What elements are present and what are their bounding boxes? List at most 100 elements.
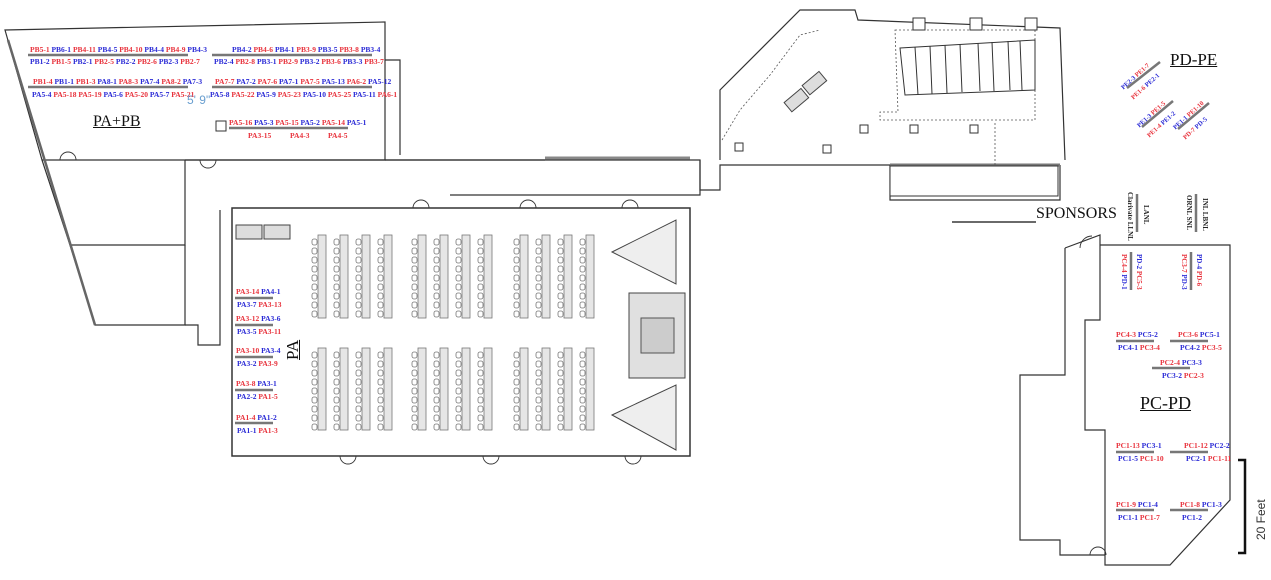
booth-id: PA5-13 (319, 77, 345, 86)
booth-id: PA5-25 (326, 90, 352, 99)
booth-label: PC4-3 PC5-2 (1116, 330, 1158, 339)
booth-id: PB3-8 (337, 45, 359, 54)
booth-id: PD-2 (1135, 254, 1143, 270)
booth-id: PA5-4 (32, 90, 52, 99)
booth-id: PC2-4 (1160, 358, 1180, 367)
booth-label: PC4-4 PD-1 (1120, 254, 1128, 290)
booth-id: PB3-3 (340, 57, 363, 66)
booth-id: PA3-12 (236, 314, 260, 323)
booth-id: PA7-6 (255, 77, 278, 86)
booth-id: PA5-21 (169, 90, 195, 99)
booth-label: PA3-15 (248, 131, 271, 140)
booth-id: PA1-5 (256, 392, 278, 401)
booth-id: PC1-7 (1138, 513, 1160, 522)
booth-id: PA3-7 (237, 300, 257, 309)
booth-id: PB4-1 (273, 45, 295, 54)
booth-id: PA6-2 (344, 77, 367, 86)
booth-id: PA3-14 (236, 287, 260, 296)
booth-id: PB6-1 (49, 45, 72, 54)
booth-label: PB4-2 PB4-6 PB4-1 PB3-9 PB3-5 PB3-8 PB3-… (232, 45, 380, 54)
booth-label: PA5-16 PA5-3 PA5-15 PA5-2 PA5-14 PA5-1 (229, 118, 366, 127)
booth-id: PA5-10 (300, 90, 327, 99)
booth-label: PC2-1 PC1-11 (1186, 454, 1231, 463)
booth-id: PC4-1 (1118, 343, 1138, 352)
booth-id: PC3-7 (1180, 254, 1188, 273)
booth-id: PA1-2 (255, 413, 277, 422)
booth-label: ORNL SNL (1185, 195, 1193, 230)
booth-label: PA3-2 PA3-9 (237, 359, 278, 368)
booth-id: PC4-3 (1116, 330, 1136, 339)
booth-id: PB2-9 (276, 57, 298, 66)
booth-id: PB4-2 (232, 45, 252, 54)
booth-id: PC2-1 (1186, 454, 1206, 463)
booth-label: PC1-2 (1182, 513, 1202, 522)
booth-id: INL LBNL (1201, 198, 1209, 231)
booth-id: PC5-1 (1198, 330, 1220, 339)
booth-id: PB4-11 (71, 45, 96, 54)
booth-label: PB1-2 PB1-5 PB2-1 PB2-5 PB2-2 PB2-6 PB2-… (30, 57, 200, 66)
booth-id: PA5-18 (51, 90, 77, 99)
booth-label: PB5-1 PB6-1 PB4-11 PB4-5 PB4-10 PB4-4 PB… (30, 45, 207, 54)
sponsors-label: SPONSORS (1036, 205, 1117, 222)
booth-id: PA8-1 (95, 77, 117, 86)
booth-id: PA7-1 (277, 77, 299, 86)
booth-id: PC1-10 (1138, 454, 1164, 463)
booth-id: ORNL SNL (1185, 195, 1193, 231)
booth-id: PC5-2 (1136, 330, 1158, 339)
booth-id: PB2-7 (178, 57, 200, 66)
booth-id: PC3-5 (1200, 343, 1222, 352)
booth-label: PB2-4 PB2-8 PB3-1 PB2-9 PB3-2 PB3-6 PB3-… (214, 57, 384, 66)
booth-id: PA5-8 (210, 90, 230, 99)
booth-label: PA1-1 PA1-3 (237, 426, 278, 435)
booth-id: PA3-10 (236, 346, 260, 355)
booth-id: PD-3 (1180, 272, 1188, 290)
booth-id: PD-6 (1195, 269, 1203, 287)
booth-id: PA5-14 (319, 118, 346, 127)
booth-id: PC3-1 (1139, 441, 1162, 450)
booth-id: PA8-3 (116, 77, 139, 86)
booth-id: PC3-6 (1178, 330, 1198, 339)
booth-id: PC3-3 (1180, 358, 1202, 367)
scale-bar-label: 20 Feet (1254, 499, 1268, 540)
booth-id: PB2-5 (92, 57, 114, 66)
booth-label: LANL (1142, 205, 1150, 224)
booth-id: PD-4 (1195, 254, 1203, 270)
booth-label: PA3-8 PA3-1 (236, 379, 277, 388)
booth-id: PA5-11 (351, 90, 376, 99)
booth-id: PB3-5 (316, 45, 338, 54)
booth-id: PB2-4 (214, 57, 234, 66)
booth-label: INL LBNL (1201, 198, 1209, 231)
booth-id: PC1-11 (1206, 454, 1232, 463)
booth-label: PA3-10 PA3-4 (236, 346, 281, 355)
booth-label: PC4-1 PC3-4 (1118, 343, 1160, 352)
booth-label: PA7-7 PA7-2 PA7-6 PA7-1 PA7-5 PA5-13 PA6… (215, 77, 391, 86)
booth-label: PA3-5 PA3-11 (237, 327, 281, 336)
booth-label: PC2-4 PC3-3 (1160, 358, 1202, 367)
booth-id: PC1-3 (1200, 500, 1222, 509)
room-pa-wall (231, 207, 691, 457)
booth-id: PB5-1 (30, 45, 50, 54)
booth-id: PA8-2 (159, 77, 181, 86)
booth-label: Clarivate LLNL (1126, 192, 1134, 241)
booth-id: PB3-9 (294, 45, 316, 54)
booth-label: PA3-7 PA3-13 (237, 300, 282, 309)
booth-id: PB3-7 (362, 57, 384, 66)
booth-label: PA3-14 PA4-1 (236, 287, 281, 296)
booth-label: PC4-2 PC3-5 (1180, 343, 1222, 352)
booth-id: PA7-3 (180, 77, 203, 86)
booth-id: PA4-1 (259, 287, 281, 296)
booth-label: PC3-2 PC2-3 (1162, 371, 1204, 380)
booth-id: PB1-4 (33, 77, 53, 86)
booth-id: PA6-1 (375, 90, 398, 99)
booth-id: PC1-2 (1182, 513, 1202, 522)
booth-id: Clarivate LLNL (1126, 192, 1134, 241)
booth-id: PA5-12 (366, 77, 392, 86)
booth-id: PA3-4 (259, 346, 281, 355)
booth-id: PB1-2 (30, 57, 50, 66)
booth-id: PA1-3 (256, 426, 278, 435)
booth-id: PB4-5 (95, 45, 118, 54)
booth-id: PA5-23 (275, 90, 301, 99)
booth-id: PB1-1 (52, 77, 75, 86)
booth-id: PA5-20 (122, 90, 149, 99)
booth-label: PD-4 PD-6 (1195, 254, 1203, 286)
